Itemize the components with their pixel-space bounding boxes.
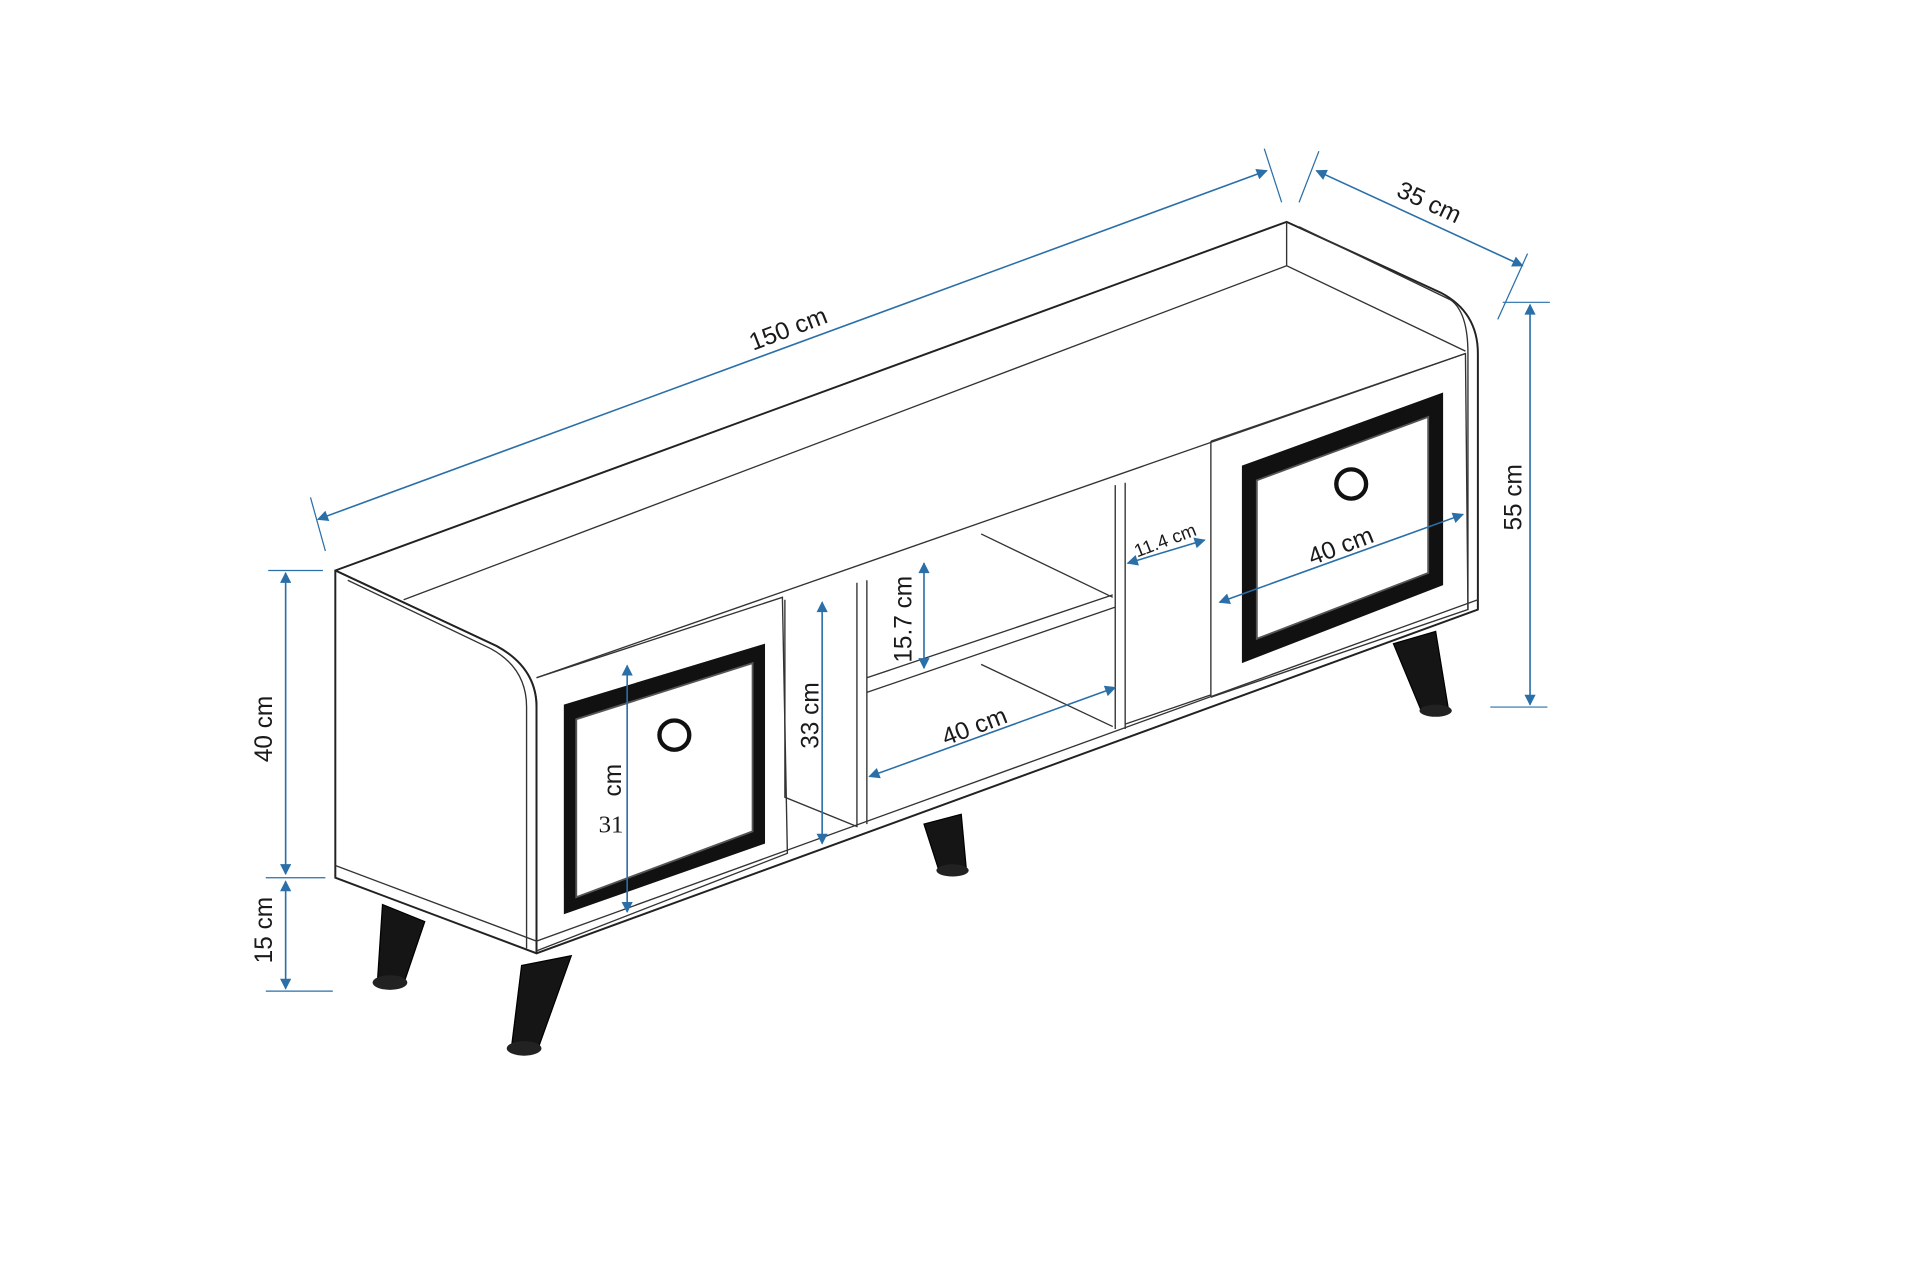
side-11-4-line	[1126, 537, 1206, 566]
label-door-height-unit: cm	[600, 764, 627, 797]
right-door-outline	[1210, 352, 1469, 698]
right-door-ring-handle-icon	[1334, 467, 1369, 501]
label-depth: 35 cm	[1393, 177, 1466, 229]
leg-front-left	[510, 954, 573, 1047]
label-total-height: 55 cm	[1500, 464, 1527, 530]
depth-35-line	[1315, 169, 1524, 267]
front-bottom-edge	[335, 599, 1479, 942]
width-150-line	[316, 168, 1268, 521]
leg-foot	[936, 864, 969, 877]
left-panel-inner-edge	[347, 579, 528, 949]
middle-40-line	[868, 685, 1117, 779]
cabinet-legs	[372, 630, 1452, 1056]
label-leg-height: 15 cm	[251, 897, 278, 963]
leg-back-right	[1392, 630, 1449, 711]
label-total-width: 150 cm	[745, 303, 831, 357]
leg-back-left	[376, 903, 426, 981]
dimension-lines	[265, 148, 1550, 992]
label-open-compartment-height: 33 cm	[797, 682, 824, 748]
leg-foot	[1419, 704, 1452, 717]
left-door-ring-handle-icon	[657, 718, 692, 752]
label-body-height: 40 cm	[251, 696, 278, 762]
left-side-panel	[334, 569, 538, 955]
leg-foot	[506, 1041, 542, 1056]
leg-foot	[372, 975, 408, 990]
door-40-line	[1218, 512, 1465, 604]
label-door-height-value: 31	[599, 812, 624, 839]
label-shelf-gap: 15.7 cm	[890, 576, 917, 663]
left-door-panel	[575, 661, 754, 899]
left-door-outline	[536, 596, 789, 952]
leg-middle	[923, 813, 967, 872]
